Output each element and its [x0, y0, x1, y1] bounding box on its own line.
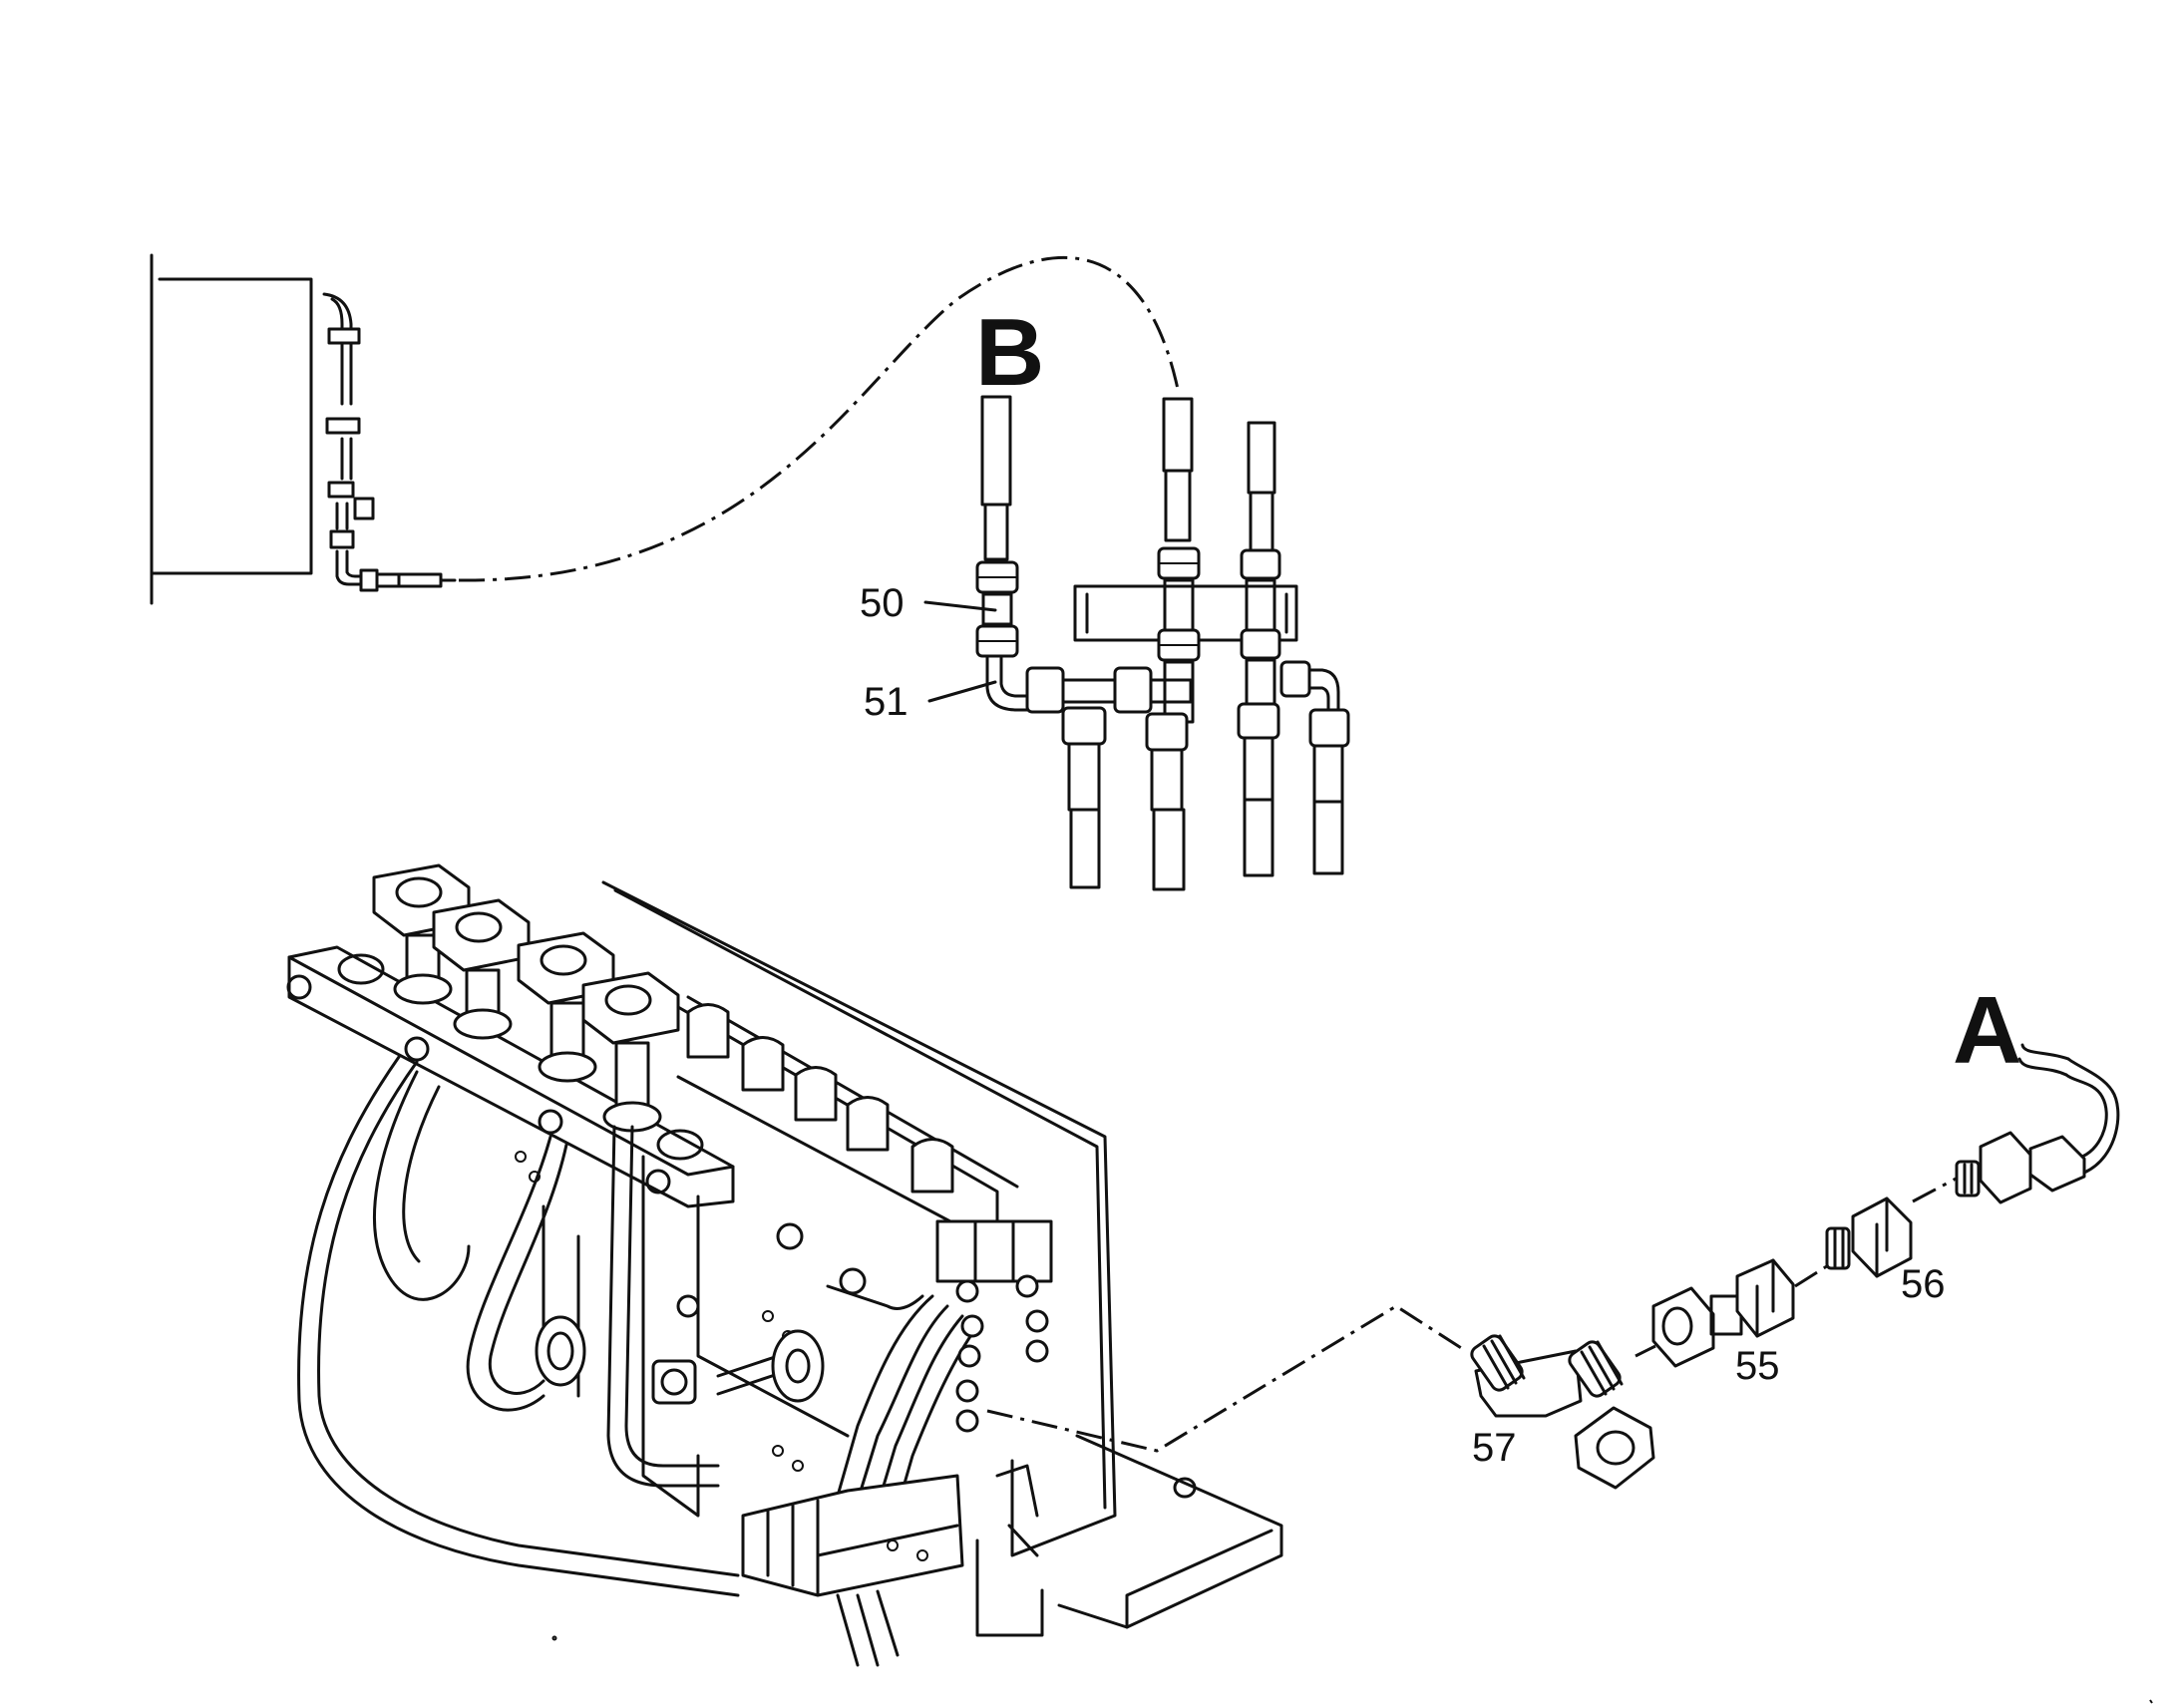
part-number-55: 55: [1735, 1344, 1780, 1388]
part-number-56: 56: [1901, 1262, 1946, 1306]
leader-line-57-to-55: [1635, 1344, 1656, 1358]
tee-fitting-57: [1470, 1334, 1655, 1490]
leader-line-51: [927, 680, 997, 703]
leader-line-50: [923, 600, 997, 612]
leader-line-56-to-a: [1912, 1175, 1961, 1203]
part-number-57: 57: [1472, 1426, 1517, 1470]
adapter-fitting-56: [1825, 1196, 1913, 1278]
view-a-label: A: [1953, 977, 2022, 1084]
leader-line-tank-to-view-b: [458, 256, 1181, 582]
leader-line-55-to-56: [1794, 1262, 1831, 1288]
flange-port-4: [581, 971, 680, 1133]
control-valve-assembly: [286, 863, 1283, 1667]
leader-line-valve-to-57: [986, 1304, 1467, 1453]
tank-outline: [150, 253, 313, 605]
part-number-50: 50: [860, 581, 905, 625]
flange-port-1: [372, 863, 471, 1005]
flange-port-2: [432, 898, 531, 1040]
elbow-fitting-55: [1651, 1258, 1795, 1368]
tank-pipe-assembly: [322, 292, 457, 592]
part-number-51: 51: [864, 680, 908, 724]
pressure-switch-a: [1955, 1043, 2120, 1204]
view-b-label: B: [975, 299, 1045, 406]
view-b-hose-assembly: [975, 395, 1350, 891]
spool-caps: [686, 1003, 954, 1194]
